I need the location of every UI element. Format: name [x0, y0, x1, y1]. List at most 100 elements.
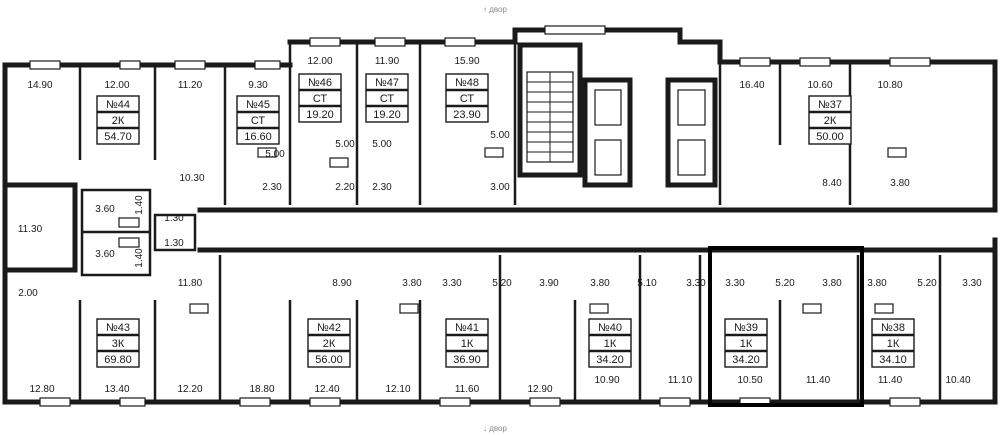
apartment-card-39[interactable]: №39 1К 34.20 — [724, 318, 768, 368]
apartment-card-42[interactable]: №42 2К 56.00 — [307, 318, 351, 368]
room-area: 3.80 — [867, 278, 887, 289]
room-area: 11.10 — [668, 375, 693, 386]
apartment-type: 2К — [824, 115, 837, 127]
room-area: 9.30 — [248, 80, 268, 91]
apartment-area: 34.20 — [596, 354, 624, 366]
room-area: 3.80 — [890, 178, 910, 189]
room-area: 3.60 — [95, 204, 115, 215]
room-area: 5.00 — [335, 139, 355, 150]
room-area: 10.90 — [594, 375, 619, 386]
apartment-area: 50.00 — [816, 131, 844, 143]
room-labels: 14.90 12.00 11.20 9.30 12.00 11.90 15.90… — [18, 56, 982, 395]
room-area: 12.90 — [527, 384, 552, 395]
apartment-card-40[interactable]: №40 1К 34.20 — [588, 318, 632, 368]
room-area: 12.20 — [177, 384, 202, 395]
staircase — [526, 71, 706, 176]
room-area: 18.80 — [249, 384, 274, 395]
room-area: 5.20 — [775, 278, 795, 289]
room-area: 12.00 — [104, 80, 129, 91]
apartment-type: 2К — [323, 338, 336, 350]
room-area: 12.00 — [307, 56, 332, 67]
room-area: 5.10 — [637, 278, 657, 289]
room-area: 11.60 — [455, 384, 480, 395]
room-area: 10.60 — [807, 80, 832, 91]
apartment-number: №39 — [734, 322, 758, 334]
room-area: 11.20 — [178, 80, 203, 91]
room-area: 2.30 — [262, 182, 282, 193]
selected-apartment-highlight[interactable] — [708, 246, 864, 407]
room-area: 3.60 — [95, 249, 115, 260]
apartment-card-44[interactable]: №44 2К 54.70 — [96, 95, 140, 145]
apartment-area: 16.60 — [244, 131, 272, 143]
apartment-card-46[interactable]: №46 СТ 19.20 — [298, 73, 342, 123]
apartment-card-41[interactable]: №41 1К 36.90 — [445, 318, 489, 368]
apartment-area: 56.00 — [315, 354, 343, 366]
apartment-card-45[interactable]: №45 СТ 16.60 — [236, 95, 280, 145]
apartment-number: №44 — [106, 99, 130, 111]
room-area: 12.40 — [314, 384, 339, 395]
room-area: 10.40 — [945, 375, 970, 386]
apartment-type: 1К — [887, 338, 900, 350]
room-area: 12.80 — [29, 384, 54, 395]
room-area: 5.20 — [917, 278, 937, 289]
apartment-card-38[interactable]: №38 1К 34.10 — [871, 318, 915, 368]
room-area: 3.30 — [962, 278, 982, 289]
room-area: 2.30 — [372, 182, 392, 193]
room-area: 8.40 — [822, 178, 842, 189]
room-area: 11.40 — [878, 375, 903, 386]
room-area: 1.30 — [164, 213, 184, 224]
bath-fixtures — [118, 147, 907, 314]
apartment-area: 36.90 — [453, 354, 481, 366]
room-area: 16.40 — [739, 80, 764, 91]
room-area: 11.80 — [178, 278, 203, 289]
apartment-number: №40 — [598, 322, 622, 334]
apartment-number: №45 — [246, 99, 270, 111]
room-area: 1.40 — [134, 195, 145, 215]
room-area: 5.20 — [492, 278, 512, 289]
apartment-number: №48 — [455, 77, 479, 89]
room-area: 3.30 — [725, 278, 745, 289]
windows — [29, 25, 931, 407]
room-area: 11.40 — [806, 375, 831, 386]
room-area: 5.00 — [265, 149, 285, 160]
apartment-number: №47 — [375, 77, 399, 89]
room-area: 3.30 — [686, 278, 706, 289]
room-area: 10.80 — [877, 80, 902, 91]
room-area: 15.90 — [454, 56, 479, 67]
room-area: 3.90 — [539, 278, 559, 289]
apartment-area: 69.80 — [104, 354, 132, 366]
apartment-type: СТ — [460, 93, 475, 105]
room-area: 11.90 — [375, 56, 400, 67]
room-area: 12.10 — [385, 384, 410, 395]
room-area: 2.00 — [18, 288, 38, 299]
room-area: 3.80 — [590, 278, 610, 289]
apartment-area: 19.20 — [306, 109, 334, 121]
apartment-cards: №44 2К 54.70 №45 СТ 16.60 №46 СТ 19.20 №… — [96, 73, 915, 368]
apartment-area: 54.70 — [104, 131, 132, 143]
room-area: 3.80 — [402, 278, 422, 289]
apartment-number: №42 — [317, 322, 341, 334]
apartment-area: 23.90 — [453, 109, 481, 121]
room-area: 5.00 — [372, 139, 392, 150]
apartment-type: 1К — [604, 338, 617, 350]
apartment-type: 1К — [740, 338, 753, 350]
room-area: 3.30 — [442, 278, 462, 289]
top-entry-label: ↑ двор — [483, 5, 508, 14]
room-area: 5.00 — [490, 130, 510, 141]
walls — [2, 27, 998, 405]
apartment-card-43[interactable]: №43 3К 69.80 — [96, 318, 140, 368]
room-area: 3.00 — [490, 182, 510, 193]
apartment-type: СТ — [380, 93, 395, 105]
apartment-number: №41 — [455, 322, 479, 334]
room-area: 1.40 — [134, 248, 145, 268]
apartment-number: №37 — [818, 99, 842, 111]
room-area: 10.50 — [737, 375, 762, 386]
apartment-card-48[interactable]: №48 СТ 23.90 — [445, 73, 489, 123]
apartment-card-37[interactable]: №37 2К 50.00 — [808, 95, 852, 145]
room-area: 8.90 — [332, 278, 352, 289]
apartment-card-47[interactable]: №47 СТ 19.20 — [365, 73, 409, 123]
apartment-type: 2К — [112, 115, 125, 127]
room-area: 14.90 — [27, 80, 52, 91]
apartment-area: 19.20 — [373, 109, 401, 121]
